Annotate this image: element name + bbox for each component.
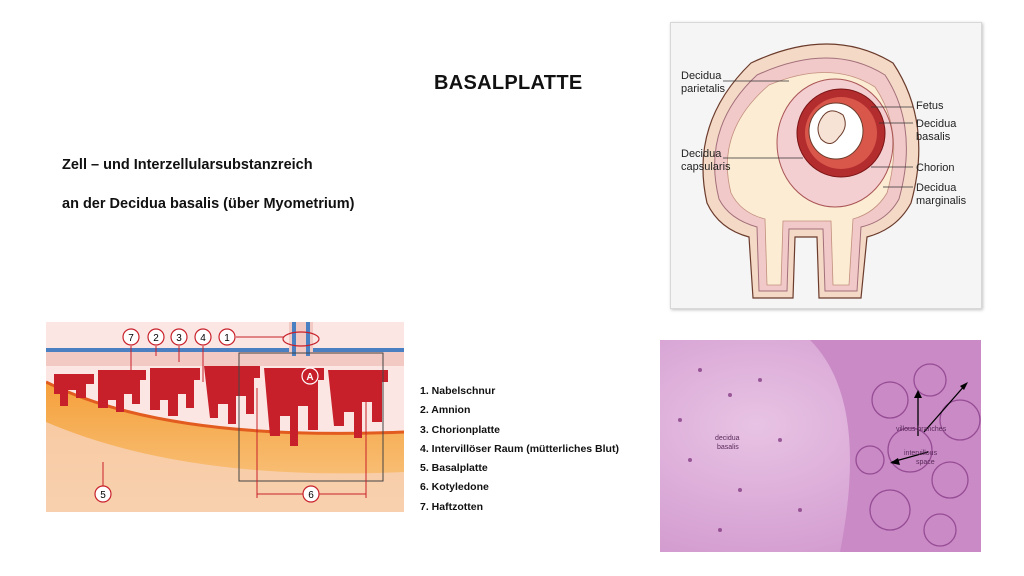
label-decidua-capsularis-1: Decidua	[681, 148, 722, 160]
marker-4-text: 4	[200, 333, 206, 344]
placenta-diagram: 7 2 3 4 1 A 5 6	[45, 322, 405, 512]
label-decidua-basalis-2: basalis	[916, 131, 951, 143]
villus-4	[204, 366, 260, 424]
villus-5	[264, 368, 324, 446]
label-decidua-marginalis-2: marginalis	[916, 195, 967, 207]
legend-item-4: 4. Intervillöser Raum (mütterliches Blut…	[420, 442, 619, 455]
arrow-head-2	[960, 382, 968, 390]
villus-3	[150, 368, 200, 416]
cell-nuclei	[678, 368, 802, 532]
fetus-shape	[817, 110, 846, 144]
histology-svg: decidua basalis villous branches intervi…	[660, 340, 981, 552]
slide-title: BASALPLATTE	[434, 72, 583, 94]
description-line-1: Zell – und Interzellularsubstanzreich	[62, 157, 313, 173]
legend-list: 1. Nabelschnur 2. Amnion 3. Chorionplatt…	[420, 382, 619, 517]
histology-image: decidua basalis villous branches intervi…	[660, 340, 981, 552]
arrow-head-3	[890, 458, 900, 465]
arrow-villous-2	[923, 383, 967, 433]
marker-1	[218, 328, 236, 346]
marker-a-text: A	[306, 372, 313, 383]
villi-group	[54, 366, 388, 446]
marker-2	[147, 328, 165, 346]
label-fetus: Fetus	[916, 100, 944, 112]
label-decidua-basalis-1: Decidua	[916, 118, 957, 130]
label-decidua-marginalis-1: Decidua	[916, 182, 957, 194]
marker-2-text: 2	[153, 333, 159, 344]
description-line-2: an der Decidua basalis (über Myometrium)	[62, 196, 355, 212]
uterus-diagram-svg: Decidua parietalis Decidua capsularis Fe…	[681, 43, 967, 299]
label-chorion: Chorion	[916, 162, 955, 174]
marker-7-text: 7	[128, 333, 134, 344]
label-decidua-parietalis-2: parietalis	[681, 83, 726, 95]
label-intervillous: intervillous	[904, 450, 938, 457]
legend-item-3: 3. Chorionplatte	[420, 423, 500, 436]
villus-2	[98, 370, 146, 412]
legend-item-6: 6. Kotyledone	[420, 481, 489, 494]
inset-box	[238, 352, 384, 482]
legend-item-7: 7. Haftzotten	[420, 500, 483, 513]
label-decidua-capsularis-2: capsularis	[681, 161, 731, 173]
marker-4	[194, 328, 212, 346]
markers: 7 2 3 4 1 A 5 6	[94, 328, 320, 503]
chorion-plate	[46, 352, 404, 366]
marker-a	[301, 367, 319, 385]
marker-1-text: 1	[224, 333, 230, 344]
marker-3	[170, 328, 188, 346]
marker-3-text: 3	[176, 333, 182, 344]
label-decidua-parietalis-1: Decidua	[681, 70, 722, 82]
label-basalis: basalis	[717, 444, 739, 451]
villus-1	[54, 374, 94, 406]
villi-outlines	[855, 363, 981, 547]
villus-6	[328, 370, 388, 438]
uterus-diagram: Decidua parietalis Decidua capsularis Fe…	[670, 22, 982, 309]
legend-item-2: 2. Amnion	[420, 404, 471, 417]
label-decidua: decidua	[715, 435, 740, 442]
marker-6-text: 6	[308, 490, 314, 501]
cord-highlight	[282, 331, 320, 347]
marker-5	[94, 485, 112, 503]
arrow-head-1	[914, 390, 922, 398]
legend-item-5: 5. Basalplatte	[420, 462, 488, 475]
placenta-diagram-svg: 7 2 3 4 1 A 5 6	[45, 322, 405, 512]
marker-7	[122, 328, 140, 346]
label-space: space	[916, 459, 935, 466]
marker-5-text: 5	[100, 490, 106, 501]
label-villous-branches: villous branches	[896, 426, 947, 433]
legend-item-1: 1. Nabelschnur	[420, 385, 496, 397]
marker-6	[302, 485, 320, 503]
